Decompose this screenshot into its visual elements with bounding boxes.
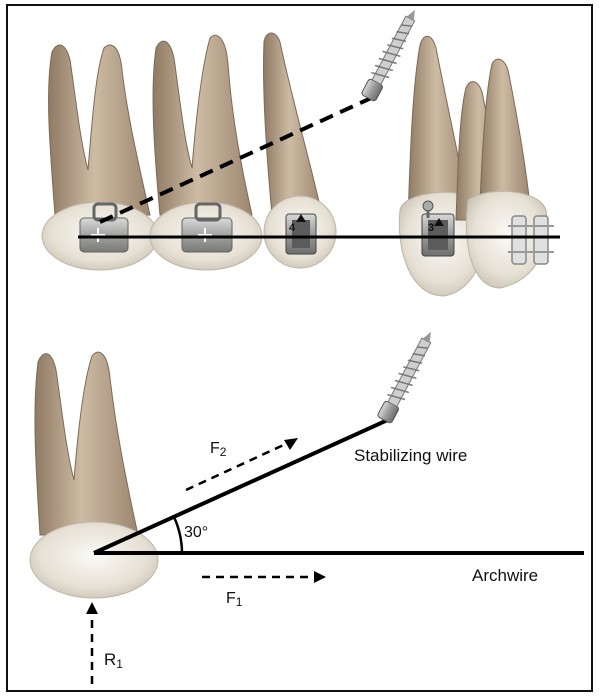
bottom-mini-implant-screw xyxy=(376,327,439,424)
stabilizing-wire-label: Stabilizing wire xyxy=(354,446,467,466)
angle-label: 30° xyxy=(184,524,208,542)
reaction-r1-label: R1 xyxy=(104,650,123,671)
force-f1-arrow xyxy=(202,571,326,583)
angle-arc xyxy=(174,517,182,553)
bracket-number-3: 3 xyxy=(428,222,434,234)
bracket-number-4: 4 xyxy=(289,222,295,234)
bottom-molar-tooth xyxy=(30,352,158,598)
premolar-bracket xyxy=(286,214,316,254)
force-f2-arrow xyxy=(186,438,298,490)
top-mini-implant-screw xyxy=(360,5,423,102)
reaction-r1-arrow xyxy=(86,602,98,684)
archwire-label: Archwire xyxy=(472,566,538,586)
force-f1-label: F1 xyxy=(226,590,242,609)
bottom-stabilizing-wire-line xyxy=(94,418,392,553)
force-f2-label: F2 xyxy=(210,440,226,459)
